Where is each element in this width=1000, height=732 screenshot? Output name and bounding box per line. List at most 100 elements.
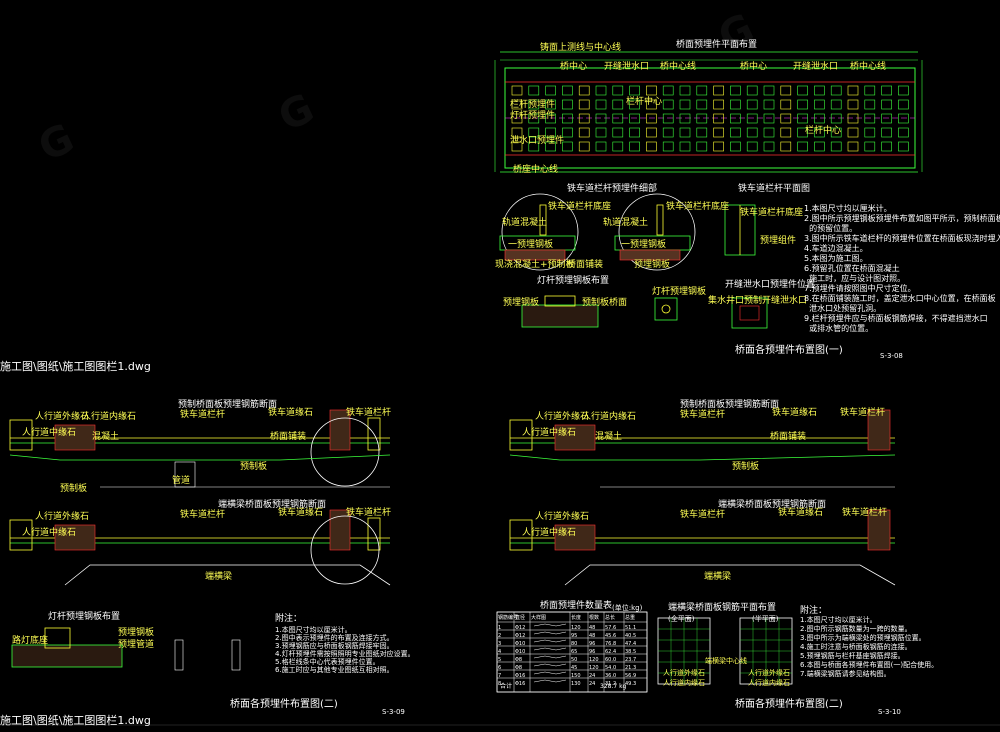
embedded-plate [713, 113, 724, 124]
detail-a-title: 铁车道栏杆预埋件细部 [567, 184, 658, 194]
table-cell: Φ16 [515, 681, 526, 687]
embedded-plate [662, 113, 674, 124]
embedded-plate [881, 141, 892, 152]
plan-title: 桥面预埋件平面布置 [676, 40, 758, 50]
embedded-plate [730, 85, 741, 96]
embedded-plate [528, 99, 540, 110]
table-cell: 5 [498, 657, 502, 663]
embedded-plate [763, 141, 775, 152]
sheet1-number: S-3-08 [880, 352, 903, 360]
table-cell: 48 [589, 625, 596, 631]
table-cell: Φ8 [515, 665, 523, 671]
embedded-plate [847, 99, 859, 110]
table-cell: 80 [571, 641, 578, 647]
embedded-plate [562, 99, 573, 110]
table-header-cell: 钢筋编号 [498, 615, 519, 621]
detail-label-a8: 桥面铺装 [567, 260, 604, 270]
embedded-plate [696, 141, 708, 152]
table-cell: 38.5 [625, 649, 637, 655]
sheet2-lamp-l3: 预埋管道 [118, 640, 155, 650]
s2-paving: 混凝土 [92, 432, 120, 442]
embedded-plate [612, 113, 624, 124]
embedded-plate [881, 85, 892, 96]
embedded-plate [545, 99, 556, 110]
table-cell: 7 [498, 673, 502, 679]
s3-veh-rail-2: 铁车道栏杆 [842, 508, 888, 518]
embedded-plate [797, 141, 808, 152]
detail-label-a6: 一预埋钢板 [621, 240, 667, 250]
sheet3-plan-left: (全平面) [668, 615, 695, 623]
table-cell: 60.0 [605, 657, 617, 663]
plan-label-c3: 桥中心线 [660, 62, 697, 72]
embedded-plate [713, 99, 724, 110]
embedded-plate [780, 85, 792, 96]
detail-label-b1: 铁车道栏杆底座 [740, 208, 804, 218]
embedded-plate [528, 113, 540, 124]
embedded-plate [511, 113, 523, 124]
embedded-plate [511, 85, 523, 96]
table-unit: (单位:kg) [612, 604, 643, 612]
embedded-plate [830, 99, 842, 110]
sheet2-title: 桥面各预埋件布置图(二) [230, 699, 338, 710]
embedded-plate [730, 99, 741, 110]
embedded-plate [746, 99, 758, 110]
sheet2-lamp-l1: 路灯底座 [12, 636, 49, 646]
file-path-top: 施工图\图纸\施工图图栏1.dwg [0, 360, 151, 373]
table-cell: Φ12 [515, 625, 526, 631]
embedded-plate [511, 127, 523, 138]
embedded-plate [696, 99, 708, 110]
embedded-plate [528, 127, 540, 138]
table-cell: 1 [498, 625, 502, 631]
embedded-plate [780, 113, 792, 124]
table-cell: 2 [498, 633, 502, 639]
s2-ped-outer: 人行道外缘石 [35, 412, 90, 422]
sheet3-plan-p2: 人行道外缘石 [663, 669, 705, 677]
s3-veh-fence-2: 铁车道栏杆 [680, 510, 726, 520]
embedded-plate [696, 113, 708, 124]
embedded-plate [713, 127, 724, 138]
embedded-plate [595, 113, 607, 124]
plan-bottom: 桥座中心线 [513, 165, 559, 175]
embedded-plate [629, 141, 640, 152]
table-cell: 24 [589, 681, 596, 687]
table-header-cell: 总长 [605, 615, 616, 621]
embedded-plate [780, 99, 792, 110]
sheet2-lamp-l2: 预埋钢板 [118, 628, 155, 638]
embedded-plate [562, 141, 573, 152]
detail-label-b2: 预埋组件 [760, 236, 797, 246]
embedded-plate [847, 127, 859, 138]
table-cell: Φ10 [515, 641, 526, 647]
embedded-plate [646, 99, 657, 110]
embedded-plate [763, 127, 775, 138]
detail-label-a7: 现浇混凝土+预制板 [495, 260, 575, 270]
embedded-plate [881, 113, 892, 124]
embedded-plate [679, 113, 691, 124]
s2-beam: 端横梁 [205, 572, 233, 582]
embedded-plate [662, 141, 674, 152]
s3-pave2: 桥面铺装 [770, 432, 807, 442]
embedded-plate [578, 113, 590, 124]
s2-veh-rail: 铁车道栏杆 [346, 408, 392, 418]
table-cell: 96 [589, 641, 596, 647]
detail-b-title: 铁车道栏杆平面图 [738, 184, 811, 194]
embedded-plate [646, 113, 657, 124]
table-cell: 23.7 [625, 657, 637, 663]
s2-veh-fence-2: 铁车道栏杆 [180, 510, 226, 520]
s3-ped-center: 人行道中缘石 [522, 428, 577, 438]
table-cell: 45 [571, 665, 578, 671]
embedded-plate [864, 99, 876, 110]
table-cell: 4 [498, 649, 502, 655]
embedded-plate [545, 113, 556, 124]
embedded-plate [864, 85, 876, 96]
embedded-plate [847, 141, 859, 152]
sheet2-notes: 1.本图尺寸均以厘米计。 2.图中表示预埋件的布置及连接方式。 3.预埋钢筋应与… [275, 626, 415, 674]
embedded-plate [545, 127, 556, 138]
table-cell: 57.6 [605, 625, 617, 631]
table-cell: 36.0 [605, 673, 617, 679]
detail-label-a2: 铁车道栏杆底座 [666, 202, 730, 212]
table-header-cell: 长度 [571, 615, 582, 621]
embedded-plate [562, 85, 573, 96]
table-header-cell: 总重 [625, 615, 636, 621]
s3-paving: 混凝土 [595, 432, 623, 442]
embedded-plate [595, 99, 607, 110]
